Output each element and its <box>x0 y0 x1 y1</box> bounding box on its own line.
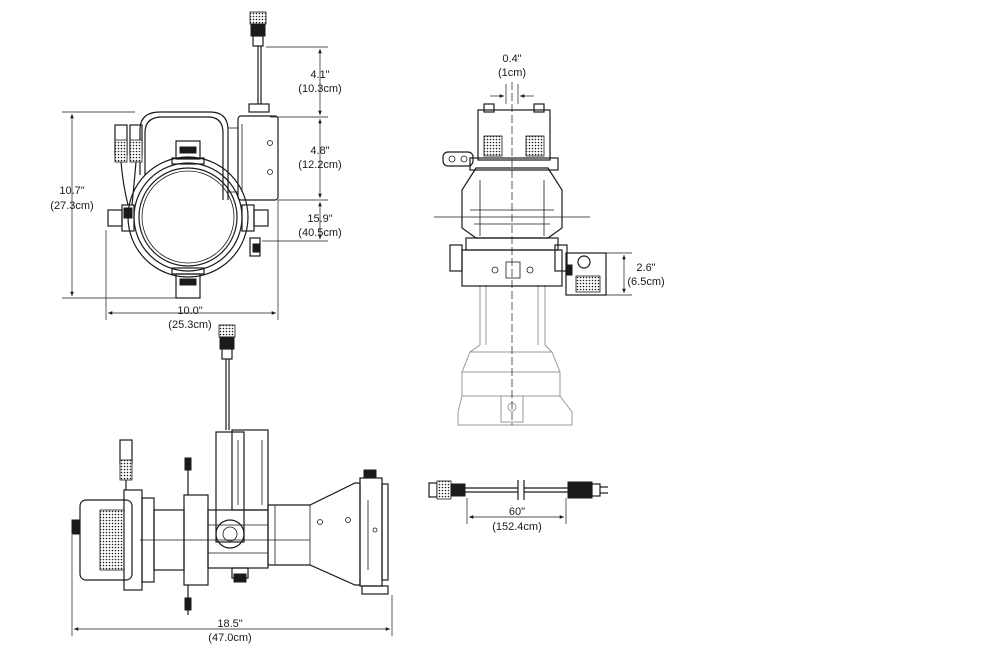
top-view-lens-tube <box>457 285 573 426</box>
front-top-connector <box>248 11 270 113</box>
front-width-imperial: 10.0" <box>177 305 202 317</box>
cable-length-imperial: 60" <box>509 506 525 518</box>
driver-box-metric: (6.5cm) <box>627 276 664 288</box>
side-view: 18.5" (47.0cm) <box>71 324 393 644</box>
top-offset-metric: (1cm) <box>498 67 526 79</box>
front-xlr-connectors <box>114 124 143 206</box>
front-width-metric: (25.3cm) <box>168 319 211 331</box>
top-view-housing <box>442 103 559 171</box>
side-view-housing <box>71 439 155 591</box>
cable-length-metric: (152.4cm) <box>492 521 542 533</box>
side-length-imperial: 18.5" <box>217 618 242 630</box>
overall-tall-imperial: 15.9" <box>307 213 332 225</box>
overall-tall-metric: (40.5cm) <box>298 227 341 239</box>
top-view-driver-box <box>565 252 607 296</box>
top-offset-imperial: 0.4" <box>502 53 521 65</box>
front-height-dimension: 10.7" (27.3cm) <box>50 111 176 299</box>
yoke-box-metric: (12.2cm) <box>298 159 341 171</box>
front-driver-box <box>227 115 279 201</box>
side-view-front-frame <box>359 469 389 595</box>
driver-box-imperial: 2.6" <box>636 262 655 274</box>
front-height-imperial: 10.7" <box>59 185 84 197</box>
cable-top-metric: (10.3cm) <box>298 83 341 95</box>
top-offset-dimension: 0.4" (1cm) <box>490 53 534 104</box>
front-lens-barrel <box>107 140 269 299</box>
side-length-metric: (47.0cm) <box>208 632 251 644</box>
cable-view: 60" (152.4cm) <box>428 480 608 533</box>
front-view: 10.7" (27.3cm) 10.0" (25.3cm) 4.1" (10.3… <box>50 11 342 331</box>
cable-top-imperial: 4.1" <box>310 69 329 81</box>
side-length-dimension: 18.5" (47.0cm) <box>71 535 393 644</box>
front-height-metric: (27.3cm) <box>50 200 93 212</box>
cable-length-dimension: 60" (152.4cm) <box>466 498 567 533</box>
yoke-box-imperial: 4.8" <box>310 145 329 157</box>
front-width-dimension: 10.0" (25.3cm) <box>105 200 279 331</box>
driver-box-dimension: 2.6" (6.5cm) <box>606 252 665 296</box>
front-right-dimensions: 4.1" (10.3cm) 4.8" (12.2cm) 15.9" (40.5c… <box>262 46 342 242</box>
top-view: 0.4" (1cm) 2.6" (6.5cm) <box>434 53 665 426</box>
